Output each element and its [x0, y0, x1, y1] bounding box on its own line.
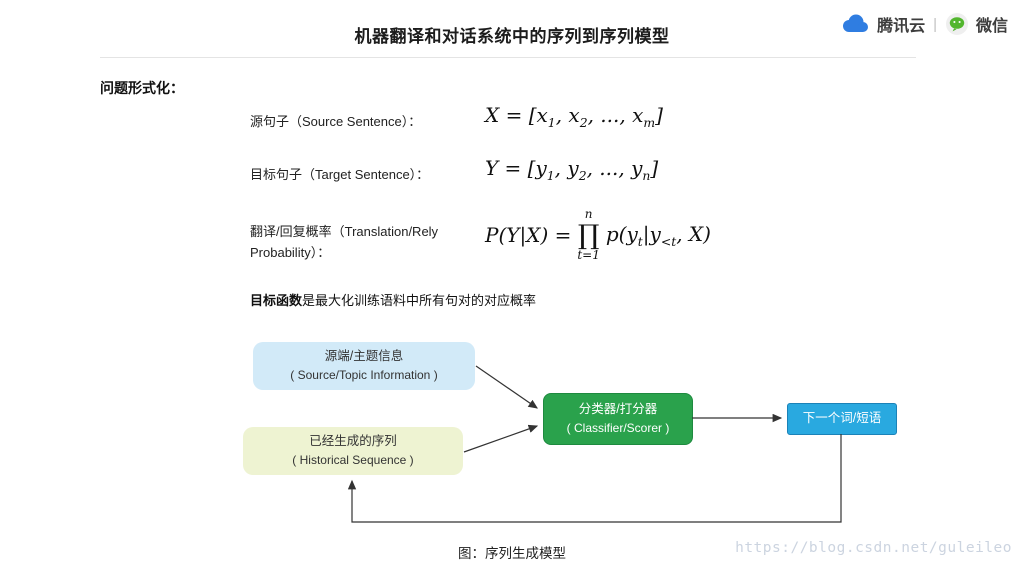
source-info-box-line1: 源端/主题信息 [324, 349, 404, 364]
historical-sequence-box-line1: 已经生成的序列 [309, 434, 397, 449]
formula-label-target: 目标句子（Target Sentence）： [250, 167, 430, 182]
formula-label-probability: 翻译/回复概率（Translation/Rely Probability）： [250, 224, 439, 261]
section-heading: 问题形式化： [100, 80, 184, 96]
formula-probability-rhs: p(yt|y<t, X) [605, 221, 711, 249]
brand-bar: 腾讯云 | 微信 [838, 11, 1008, 37]
product-lower-limit: t=1 [577, 247, 600, 262]
product-upper-limit: n [584, 207, 593, 222]
historical-sequence-box: 已经生成的序列 ( Historical Sequence ) [243, 427, 463, 475]
wechat-icon [945, 13, 968, 35]
formula-label-source: 源句子（Source Sentence）： [250, 114, 422, 129]
formula-target: Y = [y1, y2, ..., yn] [485, 156, 659, 183]
watermark: https://blog.csdn.net/guleileo [735, 540, 1012, 556]
wechat-label: 微信 [975, 18, 1008, 35]
tencent-cloud-icon [843, 14, 869, 32]
next-word-box: 下一个词/短语 [787, 403, 897, 435]
source-info-box-line2: ( Source/Topic Information ) [290, 367, 438, 382]
tencent-cloud-label: 腾讯云 [877, 18, 926, 35]
source-info-box: 源端/主题信息 ( Source/Topic Information ) [253, 342, 475, 390]
arrow-source-to-classifier [475, 365, 538, 409]
product-operator: n ∏ t=1 [577, 207, 600, 262]
objective-note-bold: 目标函数 [250, 293, 303, 308]
objective-note-rest: 是最大化训练语料中所有句对的对应概率 [302, 293, 537, 308]
arrow-history-to-classifier [463, 424, 539, 453]
product-symbol-icon: ∏ [577, 219, 600, 251]
classifier-box: 分类器/打分器 ( Classifier/Scorer ) [543, 393, 693, 445]
brand-divider: | [933, 15, 937, 33]
formula-probability-lhs: P(Y|X) = [485, 223, 572, 247]
objective-note: 目标函数是最大化训练语料中所有句对的对应概率 [250, 290, 536, 309]
page-title: 机器翻译和对话系统中的序列到序列模型 [354, 27, 670, 46]
formula-source: X = [x1, x2, ..., xm] [485, 103, 663, 130]
title-divider [100, 57, 916, 58]
diagram-caption: 图：序列生成模型 [458, 546, 566, 561]
next-word-box-label: 下一个词/短语 [802, 411, 882, 426]
classifier-box-line1: 分类器/打分器 [578, 402, 658, 417]
formula-probability: P(Y|X) = n ∏ t=1 p(yt|y<t, X) [485, 207, 711, 263]
historical-sequence-box-line2: ( Historical Sequence ) [292, 452, 414, 467]
classifier-box-line2: ( Classifier/Scorer ) [566, 420, 670, 435]
